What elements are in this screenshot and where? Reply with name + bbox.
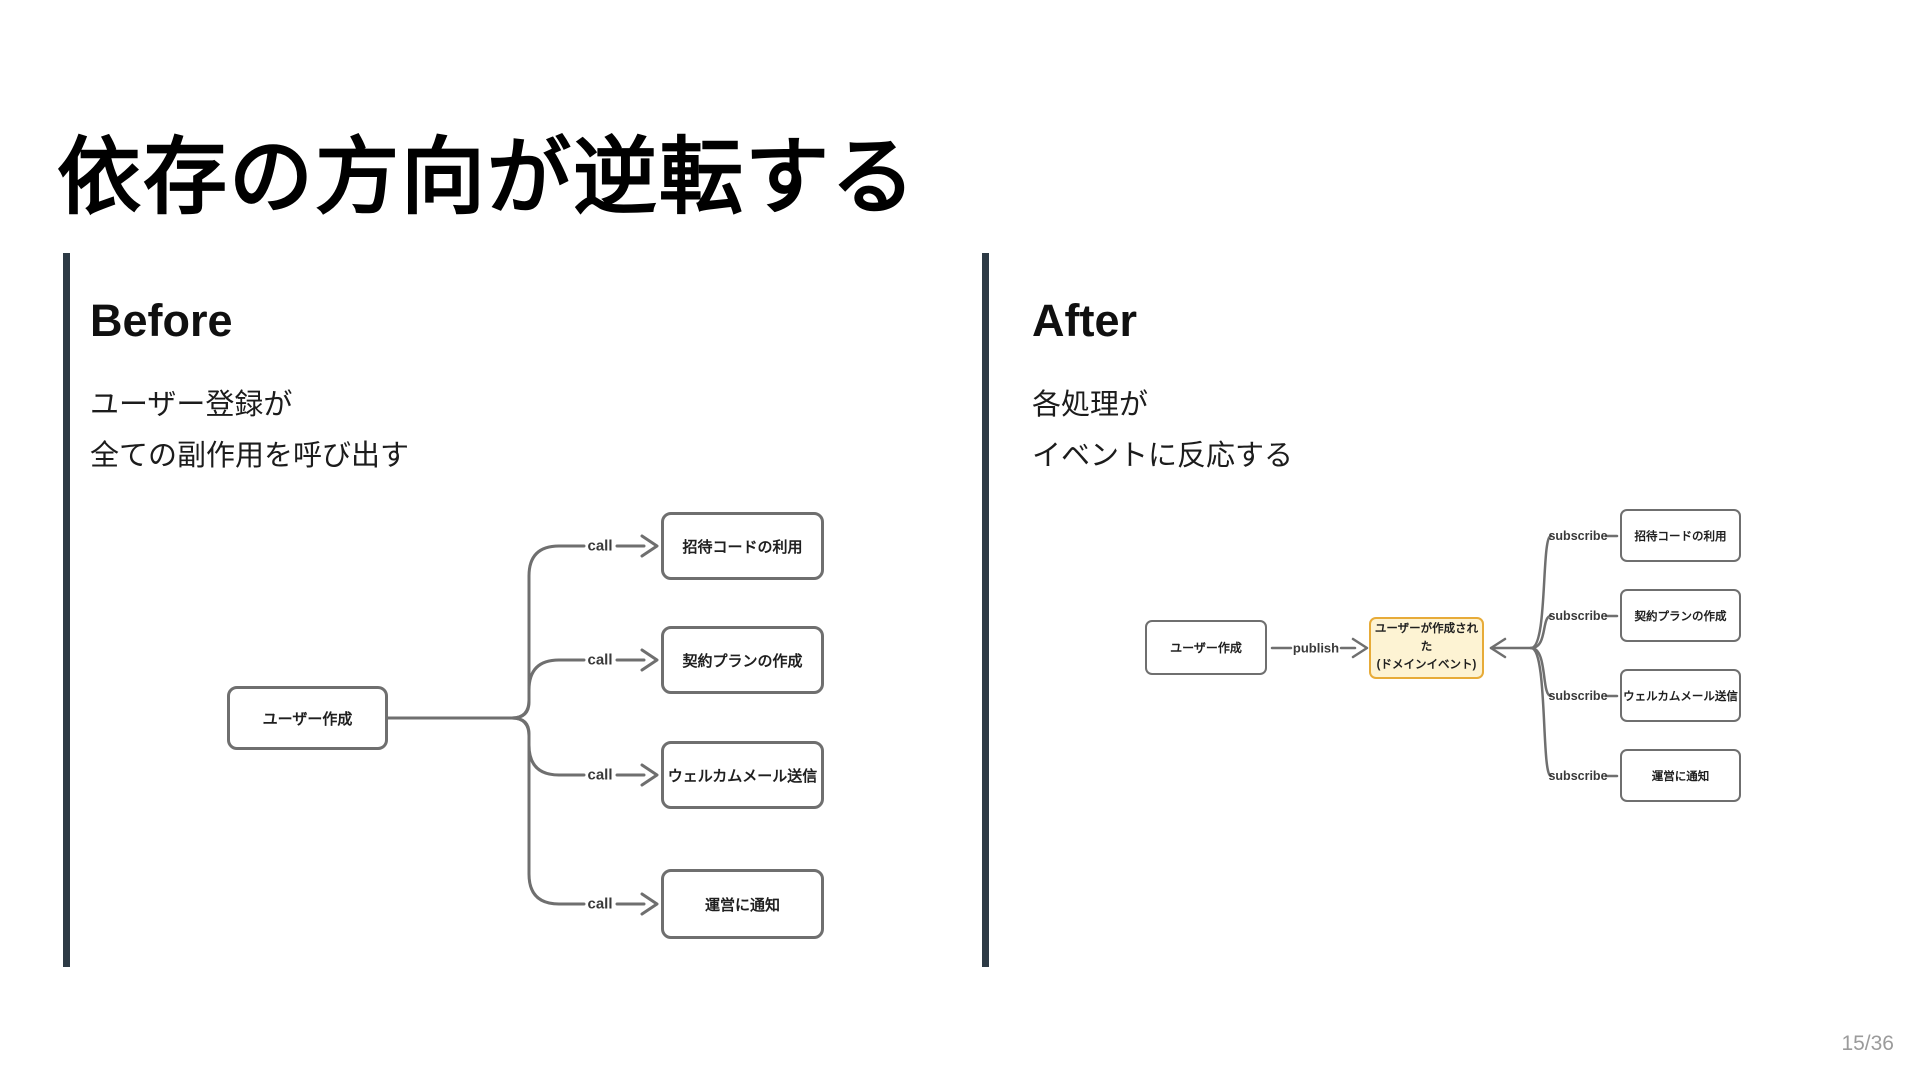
after-description-line: イベントに反応する: [1032, 440, 1294, 472]
call-edge-label: call: [587, 651, 613, 669]
slide-title: 依存の方向が逆転する: [57, 130, 918, 224]
after-subscriber-node: ウェルカムメール送信: [1620, 669, 1741, 722]
after-branch-line: [1529, 534, 1553, 650]
page-number: 15/36: [1841, 1032, 1894, 1055]
before-target-node: 招待コードの利用: [661, 512, 824, 580]
call-arrowhead: [640, 892, 659, 916]
after-description-line: 各処理が: [1032, 389, 1149, 421]
before-target-node: ウェルカムメール送信: [661, 741, 824, 809]
after-heading: After: [1032, 295, 1138, 346]
after-subscriber-node: 契約プランの作成: [1620, 589, 1741, 642]
after-subscriber-node: 招待コードの利用: [1620, 509, 1741, 562]
before-description: ユーザー登録が 全ての副作用を呼び出す: [90, 380, 409, 482]
after-description: 各処理が イベントに反応する: [1032, 380, 1293, 482]
after-subscriber-node: 運営に通知: [1620, 749, 1741, 802]
domain-event-label-line: (ドメインイベント): [1376, 658, 1477, 671]
before-branch-line: [510, 716, 586, 906]
publish-arrowhead: [1351, 637, 1369, 659]
before-heading: Before: [90, 295, 233, 346]
before-description-line: ユーザー登録が: [90, 389, 293, 421]
after-source-node: ユーザー作成: [1145, 620, 1267, 675]
call-edge-label: call: [587, 895, 613, 913]
call-edge-label: call: [587, 766, 613, 784]
call-arrowhead: [640, 534, 659, 558]
domain-event-node: ユーザーが作成された (ドメインイベント): [1369, 617, 1484, 679]
domain-event-label-line: ユーザーが作成された: [1374, 623, 1479, 654]
call-arrowhead: [640, 763, 659, 787]
subscribe-edge-label: subscribe: [1548, 689, 1608, 703]
after-branch-line: [1529, 614, 1553, 650]
before-diagram-wires: [386, 534, 659, 916]
before-description-line: 全ての副作用を呼び出す: [90, 440, 410, 472]
before-column-bar: [63, 253, 70, 967]
call-arrowhead: [640, 648, 659, 672]
before-target-node: 契約プランの作成: [661, 626, 824, 694]
before-branch-line: [510, 716, 586, 777]
subscribe-edge-label: subscribe: [1548, 609, 1608, 623]
before-branch-line: [510, 658, 586, 720]
after-branch-line: [1529, 646, 1553, 778]
before-target-node: 運営に通知: [661, 869, 824, 939]
before-source-node: ユーザー作成: [227, 686, 388, 750]
after-diagram-wires: [1270, 534, 1619, 778]
before-branch-line: [510, 544, 586, 720]
after-column-bar: [982, 253, 989, 967]
subscribe-edge-label: subscribe: [1548, 529, 1608, 543]
subscribe-edge-label: subscribe: [1548, 769, 1608, 783]
call-edge-label: call: [587, 537, 613, 555]
publish-edge-label: publish: [1292, 640, 1340, 656]
